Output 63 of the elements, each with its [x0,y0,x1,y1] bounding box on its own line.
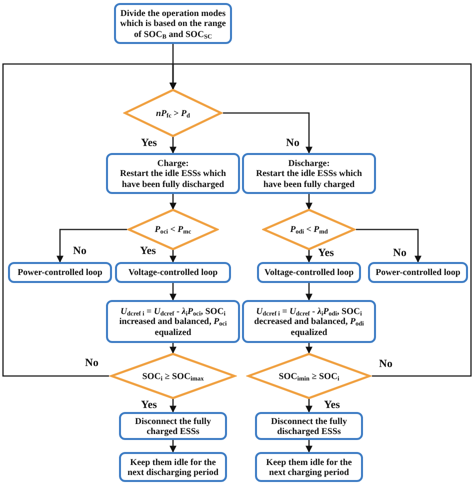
process-box [106,300,240,343]
arrow [306,250,312,263]
box-text: Voltage-controlled loop [128,267,218,278]
process-box [119,452,227,482]
box-text: Restart the idle ESSs which have been fully discharged [118,168,227,189]
arrow [170,250,176,263]
edge-label: No [72,245,88,258]
condition-text: P$_{oci}$ < P$_{mc}$ [154,224,192,235]
box-text: Voltage-controlled loop [264,267,354,278]
arrow [223,112,312,154]
condition-text: P$_{odi}$ < P$_{md}$ [290,224,328,235]
arrow [306,440,312,453]
edge-label: Yes [140,399,158,412]
box-text: Power-controlled loop [376,267,460,278]
box-text: Restart the idle ESSs which have been fully charged [254,168,363,189]
arrow [170,283,176,301]
decision-diamond [262,209,356,250]
box-text: Power-controlled loop [18,267,102,278]
box-text: U$_{dcref i}$ = U$_{dcref}$ - λ$_{i}$P$_{oci}$, SOC$_{i}$ increased and balanced, P$_{oci}$ equalized [118,306,228,337]
box-text: Disconnect the fully discharged ESSs [270,416,348,436]
arrow [306,194,312,210]
box-text: Charge: [157,158,189,168]
condition-text: nP$_{fc}$ > P$_{d}$ [156,108,190,118]
edge-label: Yes [317,247,335,260]
edge-label: No [84,357,100,370]
box-text: Keep them idle for the next discharging period [126,456,220,478]
box-text: Disconnect the fully charged ESSs [134,416,212,436]
process-box [242,300,376,343]
condition-text: SOC$_{imin}$ ≥ SOC$_{i}$ [278,370,340,382]
process-box [368,262,468,283]
process-box [242,153,376,194]
edge-label: Yes [139,245,157,258]
decision-diamond [246,353,372,399]
edge-label: No [378,358,394,370]
arrow [170,137,176,154]
arrow [306,283,312,301]
decision-diamond [109,353,237,399]
process-box [106,153,240,194]
arrow [306,343,312,354]
process-box [257,262,361,283]
process-box [255,412,363,440]
box-text: Discharge: [288,158,330,168]
arrow [306,399,312,413]
edge-label: No [285,137,300,150]
arrow [170,343,176,354]
decision-diamond [123,89,223,137]
arrow [56,228,127,263]
process-box [119,412,227,440]
arrow [356,228,422,263]
process-box [255,452,363,482]
process-box [8,262,112,283]
edge-label: Yes [140,137,158,150]
edge-label: No [392,247,408,260]
edge-label: Yes [323,399,341,412]
box-text: Divide the operation modes which is based on the range of SOC$_{B}$ and SOC$_{SC}$ [119,8,227,39]
process-box [115,262,231,283]
arrow [170,399,176,413]
arrow [170,440,176,453]
arrow [170,63,472,377]
arrow [170,194,176,210]
condition-text: SOC$_{i}$ ≥ SOC$_{imax}$ [142,370,204,382]
box-text: Keep them idle for the next charging period [265,456,353,478]
box-text: U$_{dcref i}$ = U$_{dcref}$ - λ$_{i}$P$_{odi}$, SOC$_{i}$ decreased and balanced, P$_{odi}$ equalized [253,306,365,337]
